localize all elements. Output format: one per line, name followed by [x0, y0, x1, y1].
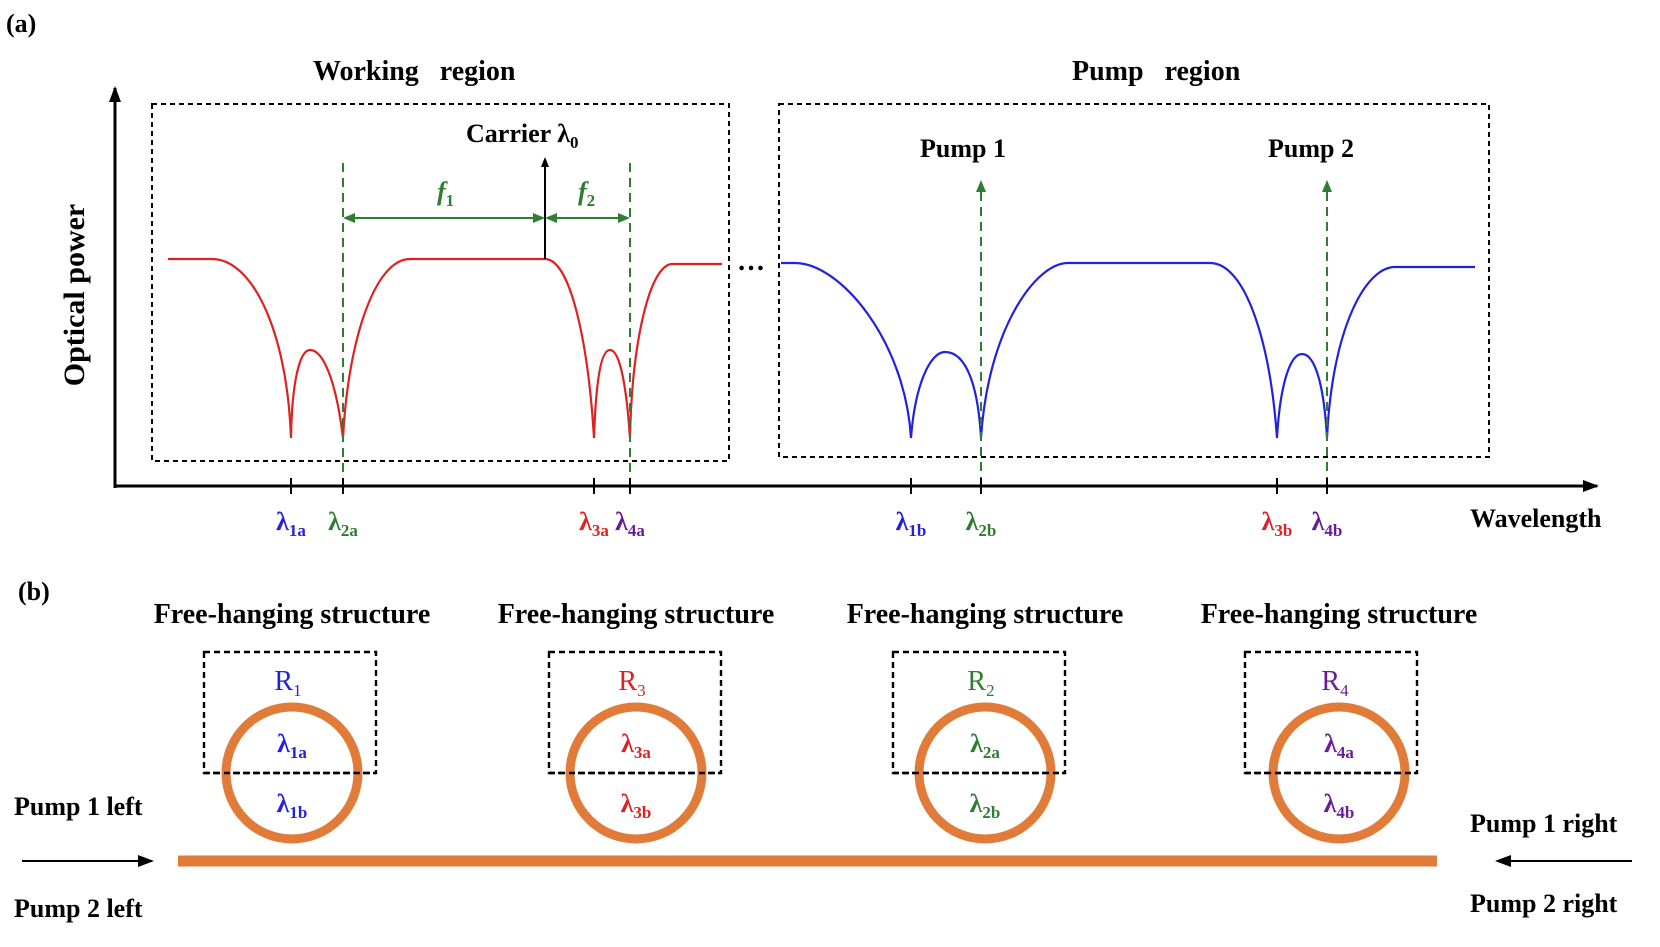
- f2-label: f2: [578, 177, 595, 210]
- working-region-box: [151, 103, 730, 462]
- ring-wavelength-lower: λ1b: [277, 789, 308, 822]
- free-hanging-structure-box: [891, 650, 1067, 775]
- tick-label-lambda-1a: λ1a: [276, 507, 306, 540]
- pump1-label: Pump 1: [920, 134, 1006, 163]
- pump-region-box: [778, 103, 1490, 458]
- tick-label-lambda-4a: λ4a: [615, 507, 645, 540]
- ring-name: R4: [1321, 666, 1349, 700]
- ellipsis: …: [737, 246, 765, 277]
- f1-label: f1: [437, 177, 454, 210]
- pump1-left-label: Pump 1 left: [14, 792, 143, 821]
- ring-wavelength-lower: λ4b: [1324, 789, 1355, 822]
- ring-name: R3: [618, 666, 645, 700]
- free-hanging-structure-label: Free-hanging structure: [498, 599, 775, 630]
- ring-name: R1: [274, 666, 301, 700]
- free-hanging-structure-label: Free-hanging structure: [1201, 599, 1478, 630]
- y-axis-label: Optical power: [58, 204, 91, 386]
- pump2-right-label: Pump 2 right: [1470, 889, 1618, 918]
- ring-wavelength-upper: λ2a: [970, 729, 1000, 762]
- panel-a-label: (a): [6, 9, 36, 38]
- free-hanging-structure-box: [202, 650, 378, 775]
- pump2-label: Pump 2: [1268, 134, 1354, 163]
- free-hanging-structure-box: [1243, 650, 1419, 775]
- ring-wavelength-lower: λ2b: [970, 789, 1001, 822]
- pump-region-spectrum: [781, 261, 1475, 439]
- tick-label-lambda-2b: λ2b: [966, 507, 997, 540]
- working-region-spectrum: [168, 257, 722, 439]
- tick-label-lambda-3b: λ3b: [1262, 507, 1293, 540]
- x-axis-label: Wavelength: [1470, 504, 1602, 533]
- working-region-label: Working region: [313, 56, 516, 87]
- pump1-right-label: Pump 1 right: [1470, 809, 1618, 838]
- carrier-label: Carrier λ0: [466, 119, 578, 152]
- pump2-left-label: Pump 2 left: [14, 894, 143, 923]
- free-hanging-structure-label: Free-hanging structure: [154, 599, 431, 630]
- tick-label-lambda-3a: λ3a: [579, 507, 609, 540]
- tick-label-lambda-2a: λ2a: [328, 507, 358, 540]
- panel-b-label: (b): [18, 577, 50, 606]
- free-hanging-structure-label: Free-hanging structure: [847, 599, 1124, 630]
- ring-wavelength-upper: λ4a: [1324, 729, 1354, 762]
- ring-wavelength-upper: λ3a: [621, 729, 651, 762]
- pump-region-label: Pump region: [1072, 56, 1241, 87]
- tick-label-lambda-1b: λ1b: [896, 507, 927, 540]
- tick-label-lambda-4b: λ4b: [1312, 507, 1343, 540]
- ring-wavelength-upper: λ1a: [277, 729, 307, 762]
- free-hanging-structure-box: [547, 650, 723, 775]
- ring-name: R2: [967, 666, 994, 700]
- ring-wavelength-lower: λ3b: [621, 789, 652, 822]
